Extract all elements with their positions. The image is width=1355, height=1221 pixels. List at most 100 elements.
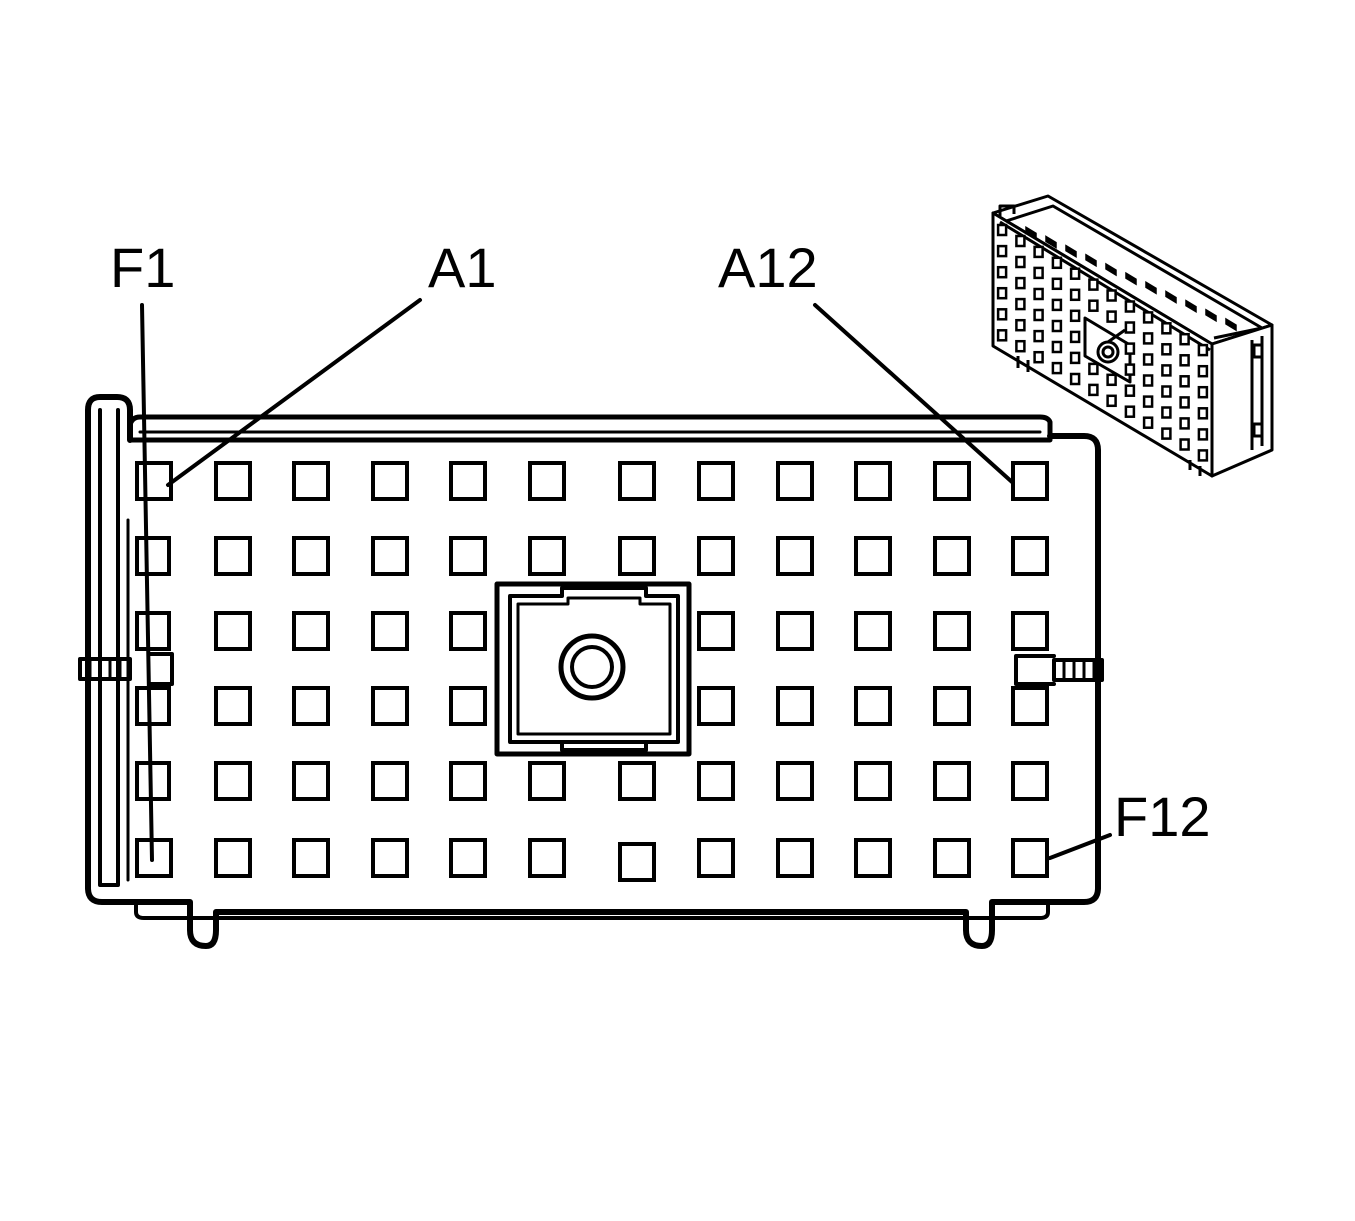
- coax-inner-pin: [570, 645, 614, 689]
- terminal-cavity: [292, 536, 330, 576]
- inset-terminal-cavity: [996, 286, 1008, 300]
- inset-terminal-cavity: [1051, 256, 1063, 270]
- connector-bottom-rail: [134, 900, 1050, 920]
- terminal-cavity: [135, 461, 173, 501]
- terminal-cavity: [697, 461, 735, 501]
- inset-terminal-cavity: [1069, 288, 1081, 302]
- inset-terminal-cavity: [996, 244, 1008, 258]
- terminal-cavity: [776, 686, 814, 726]
- terminal-cavity: [618, 536, 656, 576]
- terminal-cavity: [528, 536, 566, 576]
- inset-terminal-cavity: [1179, 354, 1190, 367]
- inset-top-slot: [1185, 299, 1197, 314]
- inset-terminal-cavity: [1069, 330, 1081, 344]
- inset-terminal-cavity: [1106, 310, 1117, 323]
- terminal-cavity: [449, 536, 487, 576]
- inset-terminal-cavity: [1197, 428, 1209, 441]
- inset-terminal-cavity: [1051, 361, 1063, 375]
- terminal-cavity: [135, 686, 171, 726]
- inset-terminal-cavity: [1088, 362, 1099, 376]
- inset-terminal-cavity: [1179, 375, 1190, 388]
- terminal-cavity: [933, 761, 971, 801]
- inset-terminal-cavity: [996, 329, 1008, 342]
- inset-terminal-cavity: [1051, 277, 1063, 291]
- terminal-cavity: [618, 842, 656, 882]
- terminal-cavity: [528, 761, 566, 801]
- inset-terminal-cavity: [1033, 350, 1044, 364]
- inset-top-slot: [1145, 280, 1157, 295]
- terminal-cavity: [135, 838, 173, 878]
- left-latch-tab: [78, 652, 174, 686]
- center-coax-housing: [494, 581, 692, 757]
- inset-terminal-cavity: [1015, 318, 1026, 332]
- terminal-cavity-grid: [135, 461, 1049, 882]
- inset-terminal-cavity: [1106, 394, 1117, 408]
- right-latch-tab: [1014, 654, 1104, 686]
- inset-terminal-cavity: [1197, 343, 1209, 357]
- leader-f12: [1048, 833, 1112, 860]
- terminal-cavity: [776, 838, 814, 878]
- inset-terminal-cavity: [1015, 339, 1026, 353]
- inset-terminal-cavity: [1161, 385, 1172, 398]
- inset-terminal-cavity: [1051, 340, 1063, 354]
- inset-terminal-cavity: [1197, 385, 1209, 399]
- terminal-cavity: [697, 536, 735, 576]
- inset-terminal-cavity: [1142, 395, 1154, 408]
- terminal-cavity: [292, 838, 330, 878]
- terminal-cavity: [371, 838, 409, 878]
- inset-terminal-cavity: [996, 265, 1008, 279]
- inset-terminal-cavity: [1033, 308, 1044, 322]
- terminal-cavity: [1011, 611, 1049, 651]
- terminal-cavity: [449, 611, 487, 651]
- terminal-cavity: [776, 611, 814, 651]
- terminal-cavity: [776, 536, 814, 576]
- connector-face: [78, 394, 1104, 949]
- inset-terminal-cavity: [1015, 234, 1026, 248]
- terminal-cavity: [933, 611, 971, 651]
- terminal-cavity: [214, 611, 252, 651]
- inset-terminal-cavity: [1069, 309, 1081, 323]
- inset-terminal-cavity: [1106, 373, 1117, 387]
- inset-terminal-cavity: [1088, 383, 1099, 397]
- terminal-cavity: [371, 461, 409, 501]
- terminal-cavity: [933, 461, 971, 501]
- label-f12: F12: [1114, 785, 1211, 848]
- inset-terminal-cavity: [1197, 364, 1209, 378]
- terminal-cavity: [292, 686, 330, 726]
- inset-terminal-cavity: [1124, 300, 1136, 313]
- inset-terminal-cavity: [1051, 298, 1063, 312]
- terminal-cavity: [933, 838, 971, 878]
- inset-terminal-cavity: [1069, 372, 1081, 386]
- inset-terminal-cavity: [1161, 406, 1172, 419]
- inset-terminal-cavity: [1124, 342, 1136, 355]
- inset-terminal-cavity: [1069, 267, 1081, 280]
- inset-top-slot: [1225, 317, 1237, 332]
- inset-terminal-cavity: [1142, 332, 1154, 345]
- terminal-cavity: [292, 461, 330, 501]
- terminal-cavity: [618, 761, 656, 801]
- inset-cavity-grid: [996, 223, 1209, 462]
- inset-terminal-cavity: [1179, 396, 1190, 409]
- terminal-cavity: [697, 761, 735, 801]
- terminal-cavity: [371, 761, 409, 801]
- terminal-cavity: [854, 536, 892, 576]
- terminal-cavity: [1011, 536, 1049, 576]
- inset-top-slot: [1165, 290, 1177, 304]
- inset-top-slot: [1205, 308, 1217, 323]
- terminal-cavity: [854, 838, 892, 878]
- inset-terminal-cavity: [996, 308, 1008, 321]
- terminal-cavity: [214, 461, 252, 501]
- terminal-cavity: [1011, 838, 1049, 878]
- terminal-cavity: [135, 761, 171, 801]
- terminal-cavity: [1011, 461, 1049, 501]
- terminal-cavity: [214, 838, 252, 878]
- inset-terminal-cavity: [1197, 407, 1209, 420]
- inset-terminal-cavity: [1161, 427, 1172, 440]
- inset-terminal-cavity: [1179, 438, 1190, 451]
- terminal-cavity: [1011, 761, 1049, 801]
- inset-terminal-cavity: [1161, 322, 1172, 335]
- inset-terminal-cavity: [1142, 311, 1154, 324]
- inset-terminal-cavity: [1142, 374, 1154, 387]
- inset-terminal-cavity: [1069, 351, 1081, 365]
